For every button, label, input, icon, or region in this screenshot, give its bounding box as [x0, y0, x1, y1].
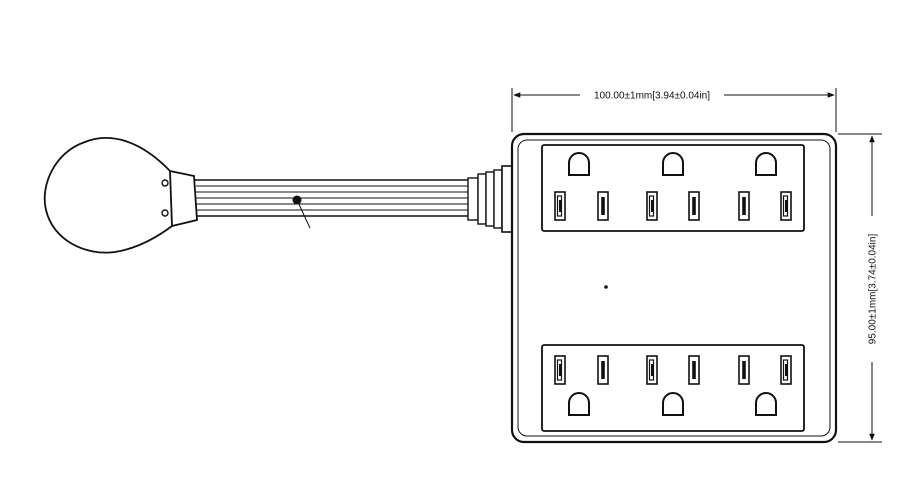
outlet-bottom-3 [738, 355, 792, 416]
height-dimension: 95.00±1mm[3.74±0.04in] [838, 133, 882, 443]
strain-relief [467, 165, 515, 233]
outlet-top-1 [554, 152, 609, 221]
plug-head [43, 137, 198, 254]
outlet-bottom-1 [554, 355, 609, 416]
width-label: 100.00±1mm[3.94±0.04in] [594, 91, 710, 102]
outlet-top-3 [738, 152, 792, 221]
outlet-panel-top [541, 144, 805, 232]
outlet-bottom-2 [646, 355, 700, 416]
outlet-top-2 [646, 152, 700, 221]
height-label: 95.00±1mm[3.74±0.04in] [868, 234, 879, 345]
width-dimension: 100.00±1mm[3.94±0.04in] [511, 88, 837, 132]
power-cord [194, 179, 468, 229]
outlet-panel-bottom [541, 344, 805, 432]
